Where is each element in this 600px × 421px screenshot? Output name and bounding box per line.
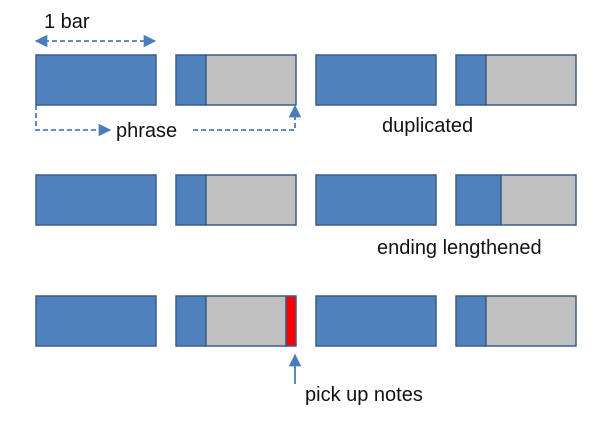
row-3-bar-2-pickup-block xyxy=(285,295,297,347)
bars-layer xyxy=(35,54,577,347)
phrase-bracket-arrow xyxy=(35,105,112,137)
pickup-label: pick up notes xyxy=(305,384,423,406)
row-2-bar-2-note-block xyxy=(175,174,207,226)
row-1-bar-3-note-block xyxy=(315,54,437,106)
row-3-bar-3-note-block xyxy=(315,295,437,347)
row-2-bar-2-rest-block xyxy=(205,174,297,226)
row-2-bar-4-note-block xyxy=(455,174,502,226)
row-1-bar-4-rest-block xyxy=(485,54,577,106)
row-1-bar-1-note-block xyxy=(35,54,157,106)
ending-lengthened-label: ending lengthened xyxy=(377,237,542,259)
row-2-bar-1-note-block xyxy=(35,174,157,226)
row-1-bar-2-rest-block xyxy=(205,54,297,106)
duplicated-label: duplicated xyxy=(382,115,473,137)
row-2-bar-3-note-block xyxy=(315,174,437,226)
row-2-bar-4-rest-block xyxy=(500,174,577,226)
row-3-bar-4-note-block xyxy=(455,295,487,347)
row-3-bar-2-note-block xyxy=(175,295,207,347)
row-1-bar-4-note-block xyxy=(455,54,487,106)
phrase-bracket-arrow-right xyxy=(193,104,302,131)
phrase-label: phrase xyxy=(116,120,177,142)
row-3-bar-1-note-block xyxy=(35,295,157,347)
row-3-bar-4-rest-block xyxy=(485,295,577,347)
row-3-bar-2-rest-block xyxy=(205,295,287,347)
row-1-bar-2-note-block xyxy=(175,54,207,106)
bar-label: 1 bar xyxy=(44,11,90,33)
